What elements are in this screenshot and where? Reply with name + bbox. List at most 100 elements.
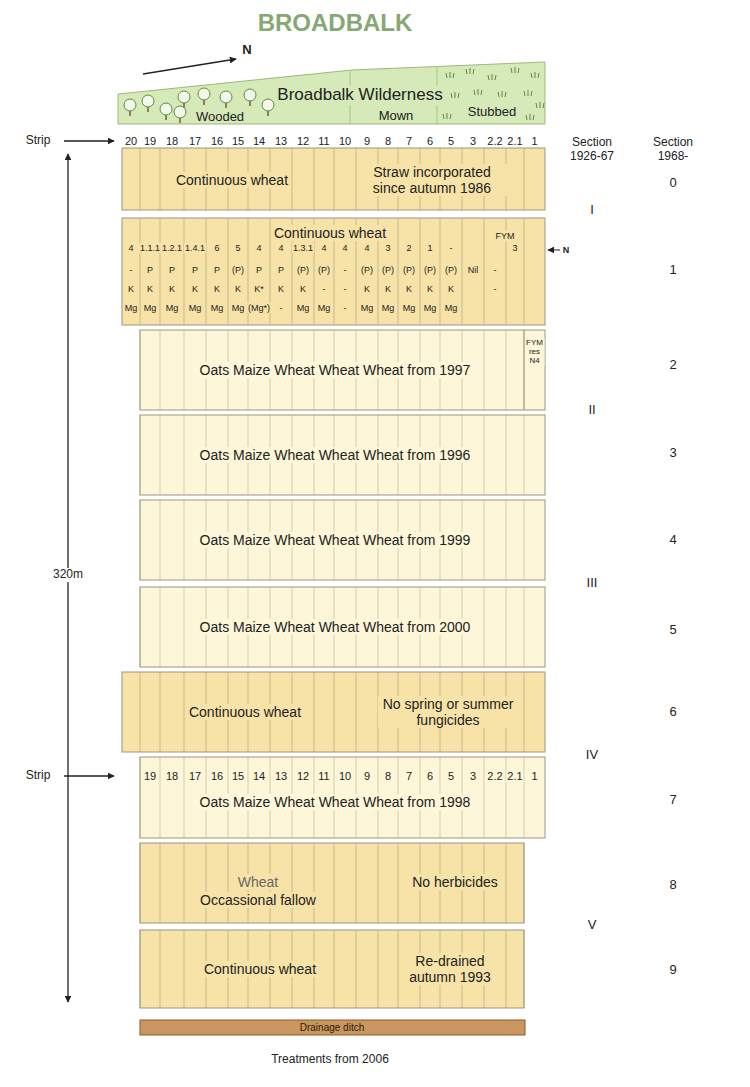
diagram-caption: Treatments from 2006: [269, 1053, 391, 1067]
treatment-code: K: [299, 284, 307, 294]
section-label: Wheat: [236, 874, 280, 890]
treatment-code: Mg: [381, 303, 396, 313]
treatment-code: K: [168, 284, 176, 294]
section-label: No herbicides: [410, 874, 500, 890]
treatment-code: (P): [444, 265, 458, 275]
strip-lines: [140, 148, 524, 210]
treatment-code: Mg: [165, 303, 180, 313]
treatment-code: K: [426, 284, 434, 294]
strip-number: 2.1: [506, 135, 523, 148]
wilderness-area: Broadbalk WildernessWoodedMownStubbed: [118, 60, 545, 126]
grass-symbol: [511, 67, 519, 73]
section-number: 2: [667, 358, 678, 373]
section-border: [140, 930, 524, 1008]
treatment-code: K: [146, 284, 154, 294]
treatment-code: 2: [405, 243, 412, 253]
treatment-code: 4: [277, 243, 284, 253]
section-fill: [140, 587, 545, 667]
section-fill: [122, 148, 545, 210]
strip-number: 20: [124, 135, 138, 148]
strip-number: 17: [188, 770, 202, 783]
treatment-code: FYM: [495, 231, 516, 241]
strip-number: 9: [363, 770, 371, 783]
treatment-code: (P): [317, 265, 331, 275]
grass-symbol: [531, 72, 539, 78]
grass-symbol: [488, 74, 496, 80]
strip-number: 8: [384, 135, 392, 148]
field-section: Continuous wheatRe-drained autumn 1993: [140, 930, 524, 1008]
tree-symbol: [124, 99, 136, 116]
section-border: [140, 843, 524, 923]
strip-number: 10: [338, 770, 352, 783]
treatment-code: Mg: [188, 303, 203, 313]
treatment-code: (P): [231, 265, 245, 275]
field-section: Continuous wheat: [122, 218, 545, 325]
section-fill: [140, 930, 524, 1008]
strip-lines: [140, 587, 524, 667]
treatment-code: -: [493, 265, 498, 275]
treatment-code: 4: [320, 243, 327, 253]
strip-number: 11: [317, 135, 330, 148]
section-number: 1: [667, 263, 678, 278]
strip-number: 1: [530, 135, 538, 148]
section-border: [140, 330, 545, 410]
section-border: [140, 415, 545, 495]
section-number: II: [586, 403, 597, 418]
strip-number: 3: [469, 770, 477, 783]
section-label: Wooded: [194, 110, 246, 125]
strip-number: 3: [469, 135, 477, 148]
strip-number: 2.1: [506, 770, 523, 783]
strip-number: 13: [274, 770, 288, 783]
strip-arrow: [64, 775, 114, 776]
treatment-code: K: [127, 284, 135, 294]
section-number: 4: [667, 533, 678, 548]
grass-symbol: [526, 114, 534, 120]
treatment-code: -: [279, 303, 284, 313]
treatment-code: -: [343, 303, 348, 313]
treatment-code: -: [449, 243, 454, 253]
tree-symbol: [262, 99, 274, 116]
section-label: Occassional fallow: [198, 892, 318, 908]
section-label: Continuous wheat: [202, 961, 318, 977]
treatment-code: (P): [423, 265, 437, 275]
field-section: Continuous wheatNo spring or summer fung…: [122, 672, 545, 752]
treatment-code: (P): [402, 265, 416, 275]
section-label: Oats Maize Wheat Wheat Wheat from 1999: [198, 532, 473, 548]
strip-number: 1: [530, 770, 538, 783]
axis-label: Strip: [24, 134, 53, 148]
ditch-fill: [140, 1020, 525, 1035]
field-section: Oats Maize Wheat Wheat Wheat from 1999: [140, 500, 545, 580]
strip-number: 6: [426, 135, 434, 148]
field-section: Oats Maize Wheat Wheat Wheat from 1997FY…: [140, 330, 545, 410]
section-border: [140, 757, 545, 838]
strip-number: 10: [338, 135, 352, 148]
treatment-code: K: [384, 284, 392, 294]
north-label: N: [240, 43, 253, 58]
section-label: Stubbed: [466, 105, 518, 120]
section-number: 9: [667, 963, 678, 978]
treatment-code: P: [191, 265, 199, 275]
section-label: Oats Maize Wheat Wheat Wheat from 2000: [198, 619, 473, 635]
treatment-code: (P): [296, 265, 310, 275]
strip-number: 12: [296, 135, 310, 148]
treatment-code: Mg: [360, 303, 375, 313]
strip-lines: [140, 330, 524, 410]
dimension-label: 320m: [51, 568, 85, 582]
axis-label: Strip: [24, 769, 53, 783]
strip-number: 17: [188, 135, 202, 148]
section-border: [122, 148, 545, 210]
strip-number: 5: [447, 770, 455, 783]
strip-lines: [140, 843, 524, 923]
section-label: Broadbalk Wilderness: [275, 85, 444, 105]
strip-arrow: [64, 140, 114, 141]
strip-number: 9: [363, 135, 371, 148]
strip-lines: [140, 415, 524, 495]
strip-number: 11: [317, 770, 330, 783]
treatment-code: K: [213, 284, 221, 294]
strip-number: 5: [447, 135, 455, 148]
tree-symbol: [178, 91, 190, 108]
grass-symbol: [451, 92, 459, 98]
strip-number: 2.2: [486, 770, 503, 783]
treatment-code: Mg: [210, 303, 225, 313]
section-number: I: [588, 203, 596, 218]
